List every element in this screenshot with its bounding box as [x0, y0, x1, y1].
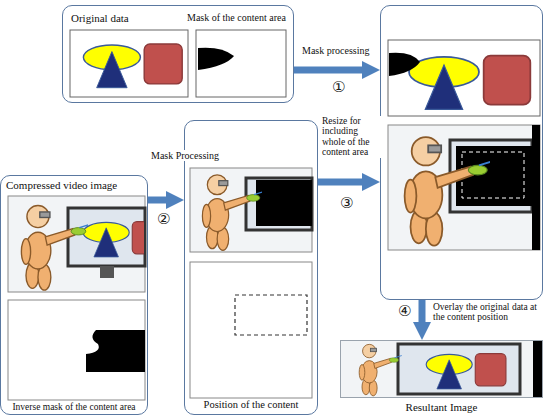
panel-caption: Inverse mask of the content area	[2, 402, 146, 412]
resultant-image-part	[426, 354, 506, 389]
result-image-box: Resultant Image	[340, 340, 543, 398]
callout-number: ③	[340, 196, 353, 211]
masked-video-image-part	[256, 180, 312, 226]
resized-video-image-part	[405, 137, 495, 246]
compressed-video-image-part	[100, 266, 114, 278]
arrow-label: Resize for including whole of the conten…	[320, 116, 382, 158]
video-panel: Compressed video imageInverse mask of th…	[0, 175, 148, 415]
arrow-label: Mask processing	[300, 45, 372, 56]
panel-heading: Original data	[71, 12, 181, 24]
resized-video-image-part	[388, 125, 540, 250]
panel-heading: Overlay the original data at the content…	[433, 302, 543, 323]
resized-video-image	[388, 125, 540, 250]
resized-video-image-part	[532, 125, 540, 250]
masked-video-image-part	[246, 178, 312, 230]
flow-arrow	[318, 179, 370, 186]
panel-caption: Mask of the content area	[187, 12, 293, 23]
callout-number: ②	[157, 212, 170, 227]
original-data-image-part	[70, 30, 188, 97]
resultant-image	[340, 340, 543, 398]
panel-heading: Resultant Image	[341, 401, 542, 413]
inverse-mask-image	[8, 300, 145, 400]
panel-heading: Position of the content	[186, 399, 316, 411]
content-position-image-part	[190, 262, 312, 398]
panel-heading: Compressed video image	[6, 179, 142, 191]
compressed-video-image	[8, 196, 163, 292]
compressed-video-image-part	[21, 206, 91, 291]
mask-image-part	[198, 48, 234, 70]
mask-image-part	[196, 30, 286, 97]
overlay-panel: Overlay the original data at the content…	[380, 5, 543, 300]
content-position-image	[190, 262, 312, 398]
masked-original-image-part	[388, 40, 540, 116]
original-data-image	[70, 30, 188, 97]
resultant-image-part	[398, 344, 520, 394]
flow-arrow	[294, 67, 370, 74]
compressed-video-image-part	[83, 222, 163, 257]
arrow-label: Mask Processing	[149, 150, 221, 161]
mask-image	[196, 30, 286, 97]
callout-number: ①	[332, 80, 345, 95]
compressed-video-image-part	[8, 196, 145, 292]
inverse-mask-image-part	[8, 300, 145, 400]
position-panel: Position of the content	[184, 120, 318, 415]
content-position-image-part	[235, 295, 307, 335]
input-panel: Original data Mask of the content area	[62, 5, 294, 103]
masked-video-image	[190, 168, 312, 252]
masked-original-image	[388, 40, 540, 116]
masked-video-image-part	[202, 175, 264, 250]
masked-video-image-part	[190, 168, 312, 252]
callout-number: ④	[398, 304, 411, 319]
compressed-video-image-part	[83, 222, 163, 257]
original-data-image-part	[83, 44, 182, 88]
resultant-image-part	[533, 340, 543, 398]
masked-original-image-part	[389, 53, 420, 76]
flow-arrow	[419, 300, 426, 330]
masked-original-image-part	[409, 56, 530, 110]
inverse-mask-image-part	[86, 330, 145, 372]
flow-arrow	[148, 197, 174, 204]
resultant-image-part	[340, 340, 543, 398]
resultant-image-part	[359, 344, 402, 396]
